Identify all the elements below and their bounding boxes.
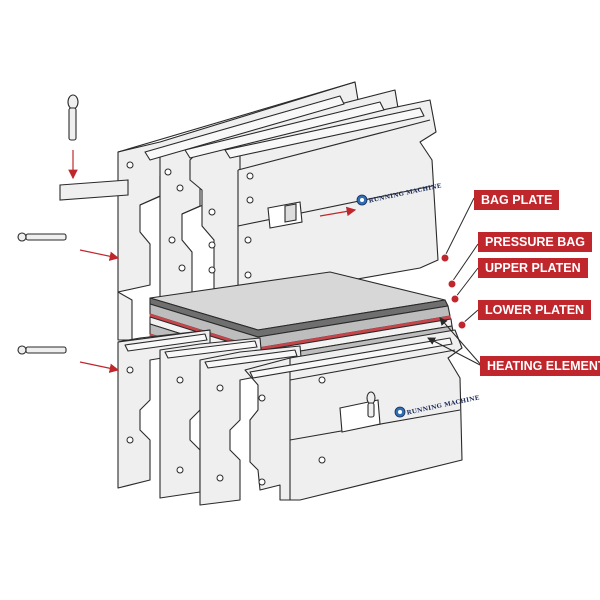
leader-bag-plate [444, 197, 475, 257]
arrow-icon [68, 150, 357, 373]
leader-heating-1 [439, 317, 483, 367]
logo-gear-icon [394, 406, 406, 418]
label-bag-plate: BAG PLATE [474, 190, 560, 210]
lower-beam-2 [159, 337, 263, 499]
logo-gear-icon [356, 194, 368, 206]
pin-icon [67, 94, 79, 141]
pin-icon [366, 391, 376, 418]
label-pressure-bag: PRESSURE BAG [478, 232, 593, 252]
leader-heating-2 [427, 337, 483, 367]
marker-dot [457, 320, 467, 330]
label-lower-platen: LOWER PLATEN [478, 300, 592, 320]
pin-icon [17, 345, 67, 355]
marker-dot [447, 279, 457, 289]
leader-upper-platen [454, 267, 479, 299]
label-upper-platen: UPPER PLATEN [478, 258, 588, 278]
bolt-icon [126, 161, 326, 486]
label-heating-element: HEATING ELEMENT [480, 356, 600, 376]
marker-dot [440, 253, 450, 263]
leader-pressure-bag [451, 243, 479, 283]
lower-beam-back [117, 329, 211, 489]
pin-icon [17, 232, 67, 242]
marker-dot [450, 294, 460, 304]
lower-beam-3 [199, 345, 303, 506]
